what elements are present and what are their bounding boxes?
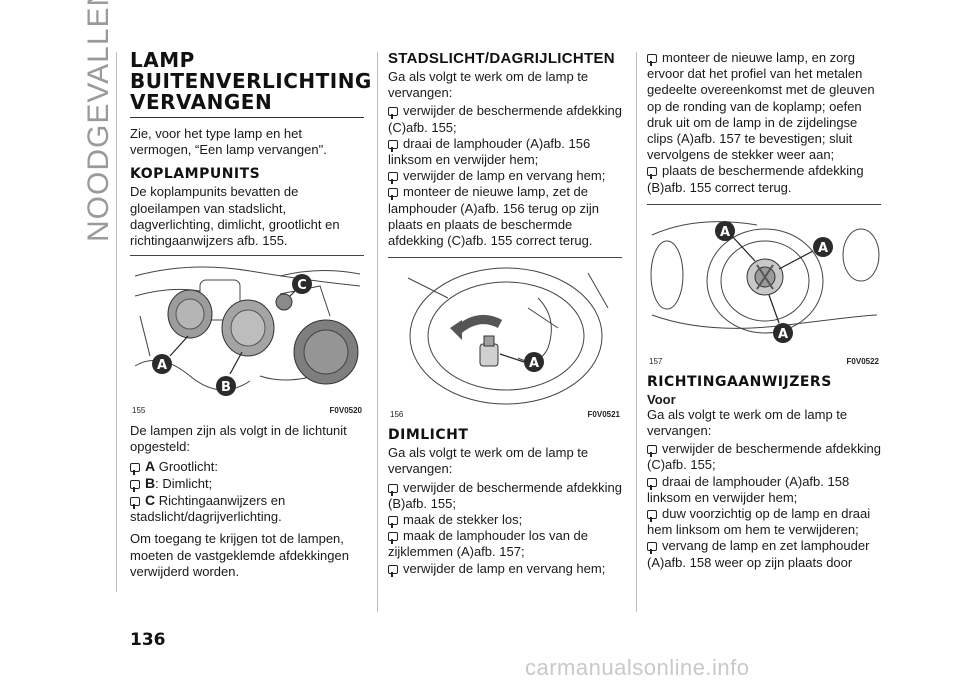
chapter-rule [116,52,117,592]
step-item: verwijder de lamp en vervang hem; [388,168,622,185]
step-item: verwijder de beschermende afdekking (C)a… [388,103,622,135]
checkbox-icon [647,510,657,523]
checkbox-icon [647,445,657,458]
checkbox-icon [388,532,398,545]
intro-text: Zie, voor het type lamp en het vermogen,… [130,126,327,158]
richtingaanwijzers-heading: RICHTINGAANWIJZERS [647,373,832,390]
callout-b: B [221,380,231,395]
lamp-item: A Grootlicht: [130,458,364,475]
callout-a: A [818,241,828,256]
step-item: monteer de nieuwe lamp, en zorg ervoor d… [647,50,875,163]
stadslicht-intro: Ga als volgt te werk om de lamp te verva… [388,69,589,101]
checkbox-icon [388,188,398,201]
figure-number: 157 [649,356,663,366]
step-item: verwijder de beschermende afdekking (B)a… [388,479,622,511]
figure-caption: 155 F0V0520 [130,406,364,415]
step-item: maak de lamphouder los van de zijklemmen… [388,528,589,560]
checkbox-icon [647,54,657,66]
koplampunits-text: De koplampunits bevatten de gloeilampen … [130,184,340,249]
step-item: vervang de lamp en zet lamphouder (A)afb… [647,538,870,570]
checkbox-icon [647,542,657,555]
checkbox-icon [388,516,398,529]
section-title: LAMP BUITENVERLICHTING VERVANGEN [130,50,371,118]
stadslicht-heading: STADSLICHT/DAGRIJLICHTEN [388,50,615,67]
callout-a: A [720,225,730,240]
step-item: plaats de beschermende afdekking (B)afb.… [647,163,864,195]
figure-number: 156 [390,410,404,420]
site-watermark: carmanualsonline.info [525,655,750,680]
headlamp-rear-illustration: C A B [130,256,364,405]
figure-caption: 157 F0V0522 [647,357,881,366]
callout-c: C [297,278,307,293]
chapter-tab: NOODGEVALLEN [82,0,115,242]
lampholder-illustration: A [388,258,622,409]
checkbox-icon [388,564,398,577]
column-divider [377,52,378,612]
figure-157: A A A 157 F0V0522 [647,203,881,366]
lamp-item: C Richtingaanwijzers en stadslicht/dagri… [130,492,286,525]
figure-code: F0V0522 [846,356,879,366]
step-item: verwijder de lamp en vervang hem; [388,561,622,577]
column-2: STADSLICHT/DAGRIJLICHTEN Ga als volgt te… [388,50,622,577]
callout-a: A [778,327,788,342]
lowbeam-lamp-illustration: A A A [647,204,881,355]
column-divider [636,52,637,612]
lamp-item: B: Dimlicht; [130,475,364,492]
step-item: duw voorzichtig op de lamp en draai hem … [647,506,871,538]
checkbox-icon [388,172,398,185]
figure-156: A 156 F0V0521 [388,257,622,419]
ri-intro: Ga als volgt te werk om de lamp te verva… [647,406,848,439]
figure-code: F0V0520 [329,406,362,416]
step-item: verwijder de beschermende afdekking (C)a… [647,441,881,473]
figure-caption: 156 F0V0521 [388,410,622,419]
checkbox-icon [647,167,657,180]
step-item: monteer de nieuwe lamp, zet de lamphoude… [388,184,600,249]
page-number: 136 [130,630,166,650]
step-item: draai de lamphouder (A)afb. 158 linksom … [647,473,850,505]
checkbox-icon [647,477,657,490]
callout-a: A [157,358,167,373]
step-item: draai de lamphouder (A)afb. 156 linksom … [388,135,591,168]
checkbox-icon [388,107,398,120]
figure-code: F0V0521 [587,410,620,420]
column-3: monteer de nieuwe lamp, en zorg ervoor d… [647,50,881,571]
access-text: Om toegang te krijgen tot de lampen, moe… [130,531,349,579]
koplampunits-heading: KOPLAMPUNITS [130,166,261,183]
column-1: LAMP BUITENVERLICHTING VERVANGEN Zie, vo… [130,50,371,586]
lamps-intro: De lampen zijn als volgt in de lichtunit… [130,423,347,455]
figure-155: C A B 155 F0V0520 [130,255,364,415]
checkbox-icon [388,139,398,152]
checkbox-icon [388,483,398,496]
checkbox-icon [130,497,140,510]
dimlicht-intro: Ga als volgt te werk om de lamp te verva… [388,445,589,477]
step-item: maak de stekker los; [388,512,622,529]
checkbox-icon [130,462,140,475]
voor-subheading: Voor [647,391,676,407]
checkbox-icon [130,479,140,492]
figure-number: 155 [132,406,146,416]
callout-a: A [529,356,539,371]
dimlicht-heading: DIMLICHT [388,427,469,444]
